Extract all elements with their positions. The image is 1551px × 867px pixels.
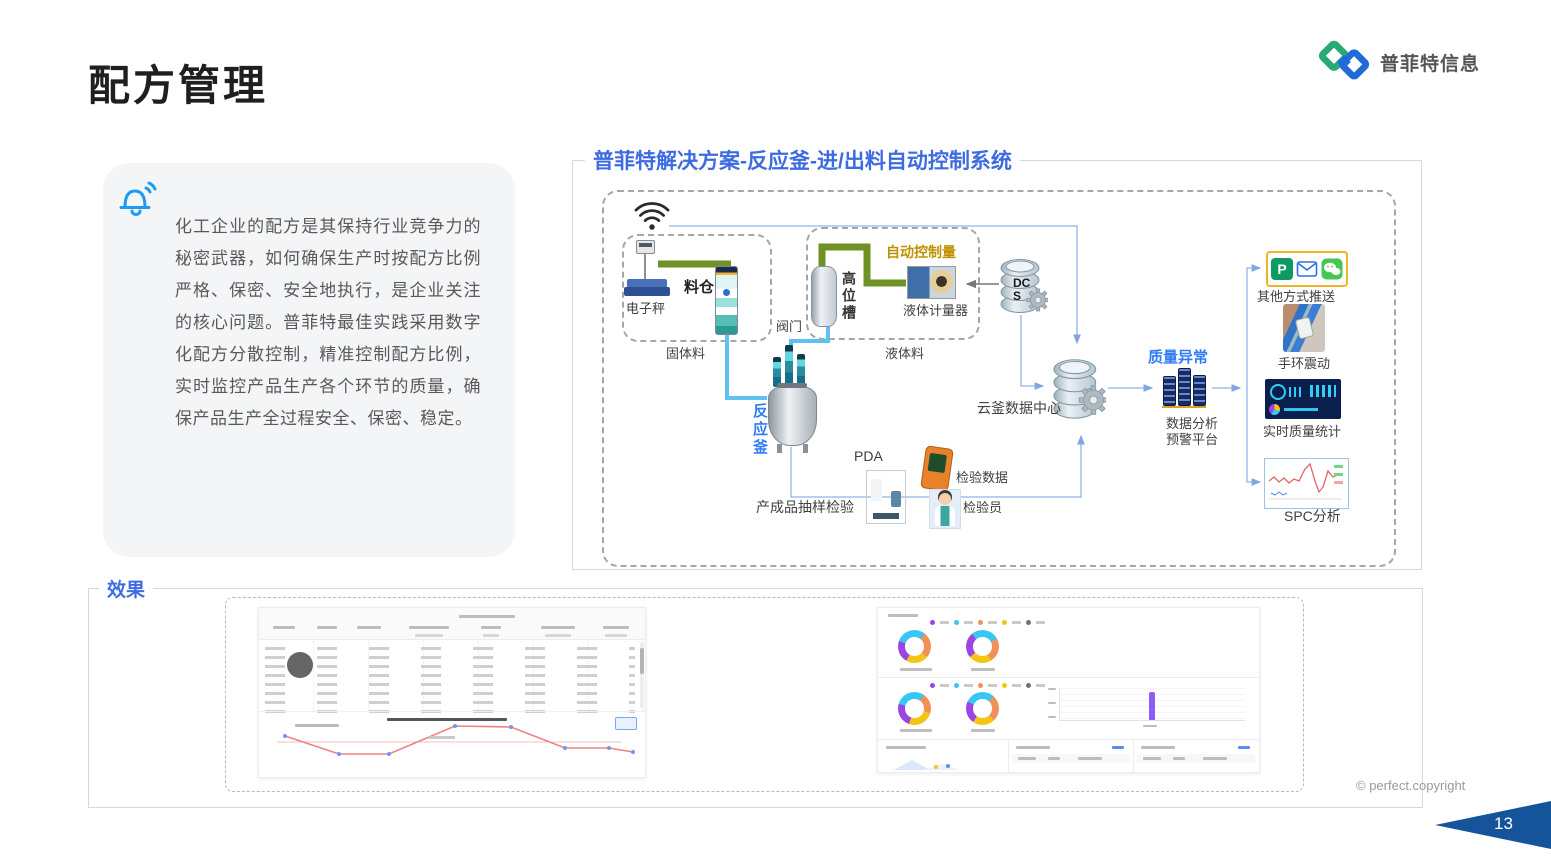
solution-title: 普菲特解决方案-反应釜-进/出料自动控制系统: [585, 145, 1020, 175]
silo-icon: [715, 266, 738, 335]
scale-platform: [627, 279, 667, 288]
page-title: 配方管理: [88, 62, 269, 109]
scale-label: 电子秤: [626, 301, 666, 316]
high-tank-label: 高位槽: [841, 271, 857, 322]
company-logo: 普菲特信息: [1316, 40, 1480, 84]
cloud-data-center-label: 云釜数据中心: [977, 400, 1061, 416]
solution-frame: 普菲特解决方案-反应釜-进/出料自动控制系统: [572, 145, 1422, 570]
effect-dashed-border: [225, 597, 1304, 792]
bell-icon: [119, 181, 157, 216]
pda-device-icon: [920, 445, 954, 492]
chart-button[interactable]: [615, 717, 637, 730]
realtime-dashboard-thumb: [1265, 379, 1341, 419]
mock-bar-chart: [1048, 688, 1245, 727]
page-number-tab: [1435, 801, 1551, 849]
mock-line-chart: [259, 711, 645, 778]
table-scrollbar[interactable]: [640, 642, 644, 708]
scale-base: [624, 287, 670, 296]
donut-chart: [898, 692, 931, 725]
effect-frame: 效果: [88, 575, 1423, 808]
sampling-label: 产成品抽样检验: [756, 499, 854, 515]
sampling-photo: [866, 470, 906, 524]
donut-legend-2: [930, 683, 1045, 688]
silo-label: 料仓: [684, 279, 715, 296]
liquid-group-label: 液体料: [885, 346, 925, 361]
wifi-icon: [634, 202, 670, 230]
cloud-data-center-icon: [1053, 359, 1106, 419]
wristband-label: 手环震动: [1278, 356, 1331, 371]
donut-legend-1: [930, 620, 1045, 625]
liquid-meter-icon: [907, 266, 956, 299]
mock-table: [259, 608, 645, 716]
reactor-label: 反应釜: [751, 403, 768, 457]
quality-alert-label: 质量异常: [1148, 349, 1209, 366]
valve-cluster-icon: [765, 345, 813, 387]
valve-label: 阀门: [776, 319, 803, 334]
inspector-label: 检验员: [963, 500, 1003, 515]
effect-title: 效果: [99, 575, 154, 602]
analysis-platform-label: 数据分析预警平台: [1165, 416, 1218, 447]
logo-mark-icon: [1318, 40, 1370, 80]
high-tank-icon: [811, 266, 837, 327]
solid-group-label: 固体料: [666, 346, 706, 361]
page-number: 13: [1494, 814, 1513, 833]
push-other-label: 其他方式推送: [1257, 289, 1336, 304]
inspector-icon: [929, 489, 961, 529]
scale-pole: [644, 253, 646, 280]
spc-chart-thumb: [1264, 458, 1349, 509]
dcs-database-icon: [1000, 259, 1048, 313]
intro-card: 化工企业的配方是其保持行业竞争力的秘密武器，如何确保生产时按配方比例严格、保密、…: [103, 163, 515, 557]
server-racks-icon: [1160, 368, 1208, 408]
scale-display: [636, 240, 655, 254]
trend-line: [284, 725, 634, 755]
wristband-photo: [1283, 304, 1325, 352]
reactor-vessel-icon: [768, 383, 817, 453]
pda-label: PDA: [854, 448, 883, 464]
logo-text: 普菲特信息: [1380, 53, 1481, 75]
spc-label: SPC分析: [1284, 508, 1341, 524]
liquid-meter-label: 液体计量器: [903, 303, 969, 318]
effect-table-screenshot: [258, 607, 646, 778]
effect-dashboard-screenshot: [877, 607, 1260, 773]
copyright-text: © perfect.copyright: [1356, 778, 1466, 793]
auto-control-label: 自动控制量: [886, 244, 956, 260]
purple-bar: [1149, 692, 1155, 720]
inspect-data-label: 检验数据: [956, 470, 1009, 485]
donut-chart: [898, 630, 931, 663]
intro-text: 化工企业的配方是其保持行业竞争力的秘密武器，如何确保生产时按配方比例严格、保密、…: [175, 217, 481, 428]
donut-chart: [966, 692, 999, 725]
donut-chart: [966, 630, 999, 663]
solution-dashed-border: [602, 190, 1396, 567]
app-p-icon: P: [1271, 258, 1293, 280]
push-icons-box: P: [1266, 251, 1348, 287]
mock-bottom-panels: [878, 739, 1259, 773]
mail-icon: [1296, 261, 1318, 277]
watermark-badge: [287, 652, 313, 678]
wechat-icon: [1321, 258, 1343, 280]
realtime-stats-label: 实时质量统计: [1263, 424, 1342, 439]
